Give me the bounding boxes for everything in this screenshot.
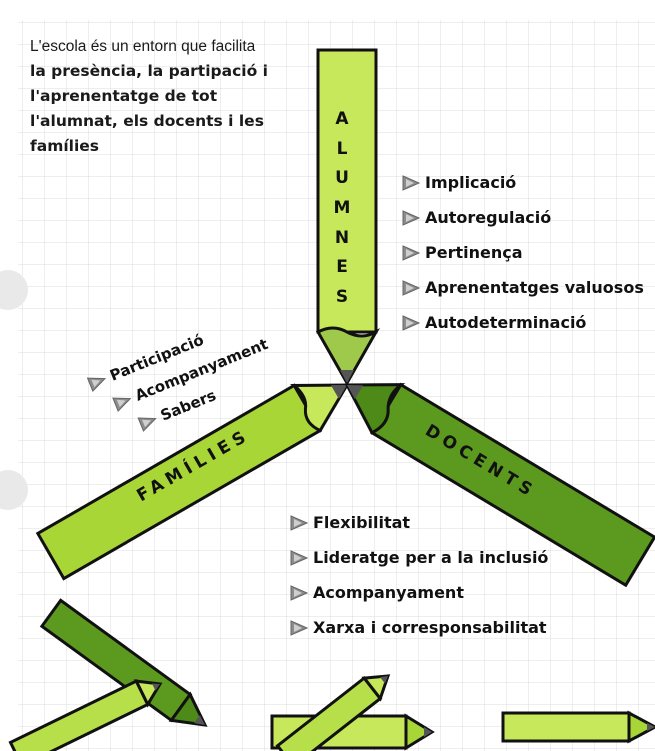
- triangle-bullet-icon: [402, 279, 420, 296]
- triangle-bullet-icon: [137, 417, 157, 432]
- docents-list: Flexibilitat Lideratge per a la inclusió…: [290, 505, 548, 645]
- intro-text: L'escola és un entorn que facilita la pr…: [30, 34, 330, 159]
- binder-hole: [0, 470, 28, 510]
- triangle-bullet-icon: [290, 619, 308, 636]
- families-list: Participació Acompanyament Sabers: [84, 304, 283, 450]
- list-item: Flexibilitat: [290, 505, 548, 540]
- pencil-docents: [344, 382, 655, 588]
- pencil-alumnes: [315, 48, 381, 387]
- triangle-bullet-icon: [290, 584, 308, 601]
- list-item: Autoregulació: [402, 200, 644, 235]
- intro-bold-line: la presència, la partipació i: [30, 62, 268, 80]
- triangle-bullet-icon: [86, 377, 107, 392]
- pencil-familias: [35, 383, 350, 581]
- alumnes-letter: A: [335, 109, 349, 129]
- alumnes-letter: S: [336, 287, 348, 307]
- alumnes-letter: N: [335, 228, 349, 248]
- alumnes-list: Implicació Autoregulació Pertinença Apre…: [402, 165, 644, 340]
- list-item: Participació: [84, 304, 262, 398]
- small-pencil-right: [501, 710, 655, 744]
- list-item: Lideratge per a la inclusió: [290, 540, 548, 575]
- alumnes-label: A L U M N E S: [334, 109, 351, 307]
- list-item: Sabers: [135, 356, 283, 438]
- binder-hole: [0, 270, 28, 310]
- list-item: Implicació: [402, 165, 644, 200]
- list-item: Xarxa i corresponsabilitat: [290, 610, 548, 645]
- list-item: Autodeterminació: [402, 305, 644, 340]
- intro-lead: L'escola és un entorn que facilita: [30, 38, 256, 55]
- alumnes-letter: L: [337, 139, 348, 159]
- small-pencil-light: [8, 679, 163, 751]
- list-item: Pertinença: [402, 235, 644, 270]
- intro-bold-line: famílies: [30, 137, 100, 155]
- alumnes-letter: U: [335, 168, 349, 188]
- intro-bold-line: l'alumnat, els docents i les: [30, 112, 264, 130]
- intro-bold-line: l'aprenentatge de tot: [30, 87, 218, 105]
- triangle-bullet-icon: [112, 397, 132, 412]
- triangle-bullet-icon: [402, 244, 420, 261]
- triangle-bullet-icon: [402, 174, 420, 191]
- triangle-bullet-icon: [290, 514, 308, 531]
- alumnes-letter: E: [336, 257, 348, 277]
- triangle-bullet-icon: [402, 314, 420, 331]
- list-item: Acompanyament: [290, 575, 548, 610]
- small-pencil-diagonal: [275, 674, 391, 751]
- list-item: Aprenentatges valuosos: [402, 270, 644, 305]
- triangle-bullet-icon: [290, 549, 308, 566]
- alumnes-letter: M: [334, 198, 351, 218]
- list-item: Acompanyament: [109, 330, 272, 418]
- triangle-bullet-icon: [402, 209, 420, 226]
